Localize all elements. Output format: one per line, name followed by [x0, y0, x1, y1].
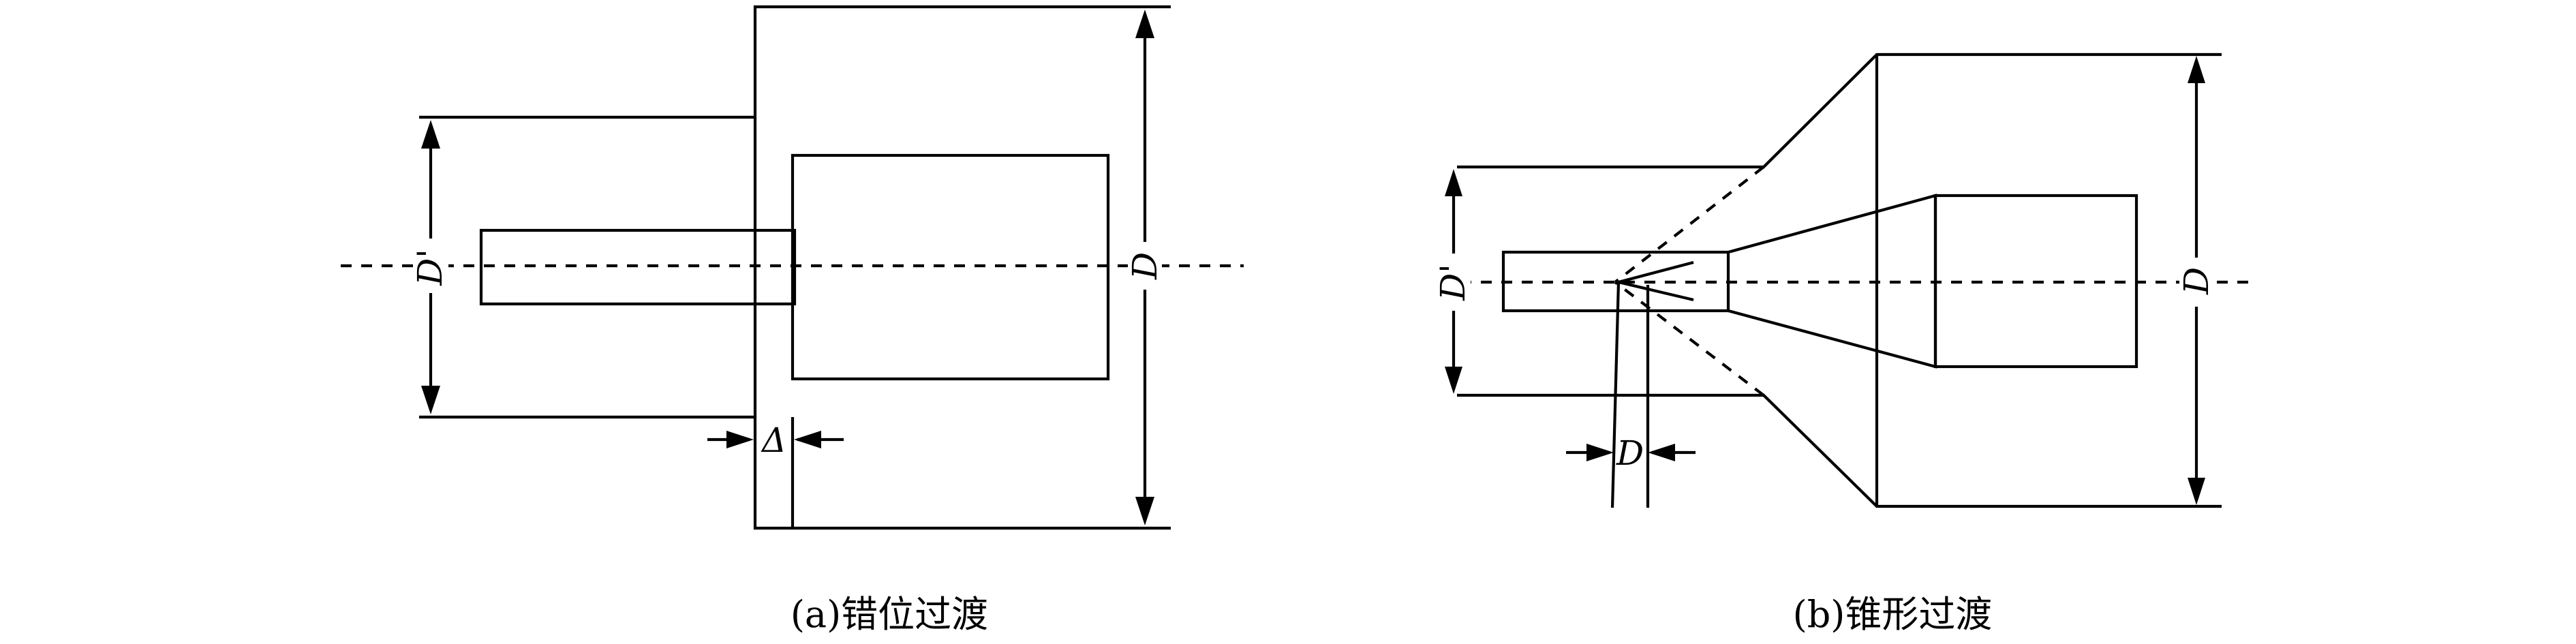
- panel-a-small-pipe: [479, 228, 797, 306]
- panel-b-label-d-prime: D': [1433, 264, 1473, 301]
- panel-a-dim-d-arrow-top: [1135, 10, 1154, 38]
- panel-a-label-d-prime: D': [410, 249, 450, 286]
- panel-a-dim-d-prime-arrow-bottom: [421, 386, 440, 414]
- panel-a-caption: (a)错位过渡: [791, 593, 988, 636]
- panel-b-bottom-dim-arrow-right: [1648, 444, 1675, 461]
- panel-b-extension-line-left: [1610, 281, 1621, 508]
- panel-b-housing-lower: [1457, 393, 2222, 508]
- panel-b-dim-d-prime-arrow-bottom: [1445, 367, 1462, 394]
- panel-b-caption: (b)锥形过渡: [1793, 593, 1993, 636]
- panel-b-dim-d-arrow-bottom: [2188, 478, 2205, 505]
- panel-a-housing-lower: [419, 415, 1171, 530]
- panel-b-large-pipe: [1933, 194, 2138, 369]
- panel-a-label-d: D: [1125, 252, 1165, 280]
- panel-b-label-bottom-d: D: [1616, 433, 1644, 473]
- panel-b-housing-upper: [1457, 52, 2222, 169]
- panel-a-housing-outline: [419, 5, 1171, 119]
- panel-a-large-pipe: [791, 153, 1110, 381]
- panel-b-label-d: D: [2177, 267, 2216, 295]
- panel-a-delta-arrow-right: [794, 431, 821, 448]
- panel-a-delta-arrow-left: [726, 431, 754, 448]
- panel-a-offset-transition: D' D Δ (a)错位过渡: [341, 5, 1244, 636]
- panel-b-small-pipe: [1501, 250, 1730, 313]
- panel-b-bottom-dim-arrow-left: [1586, 444, 1614, 461]
- panel-b-cone-extension-upper: [1614, 166, 1765, 283]
- panel-b-dim-d-prime-arrow-top: [1445, 169, 1462, 196]
- panel-b-cone-extension-lower: [1614, 281, 1765, 397]
- panel-b-conical-transition: D D' D (b)锥形过渡: [1433, 52, 2249, 636]
- panel-a-dim-d-prime-arrow-top: [421, 120, 440, 149]
- panel-a-dim-d-arrow-bottom: [1135, 497, 1154, 525]
- panel-b-dim-d-arrow-top: [2188, 56, 2205, 83]
- panel-a-label-delta: Δ: [761, 420, 786, 460]
